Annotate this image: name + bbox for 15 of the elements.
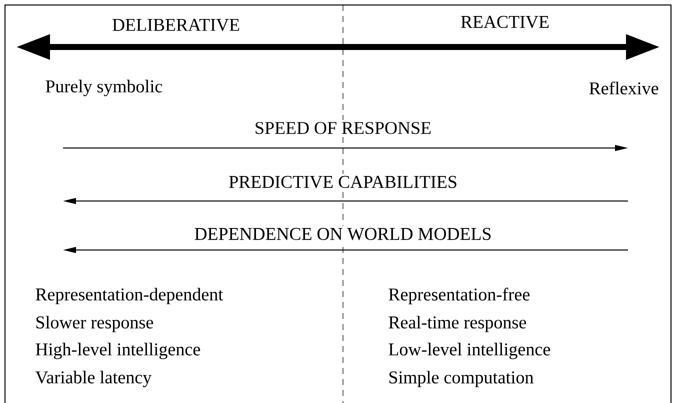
property-text: Low-level intelligence [386, 340, 553, 362]
property-text: Slower response [33, 314, 156, 334]
axis-label: DELIBERATIVE [110, 16, 242, 34]
arrow-label: DEPENDENCE ON WORLD MODELS [192, 226, 494, 242]
arrow-label: SPEED OF RESPONSE [252, 120, 434, 136]
property-text: Variable latency [33, 368, 154, 390]
property-text: Representation-dependent [33, 286, 226, 306]
property-text: High-level intelligence [33, 340, 203, 362]
property-text: Simple computation [386, 368, 536, 390]
axis-label: REACTIVE [458, 14, 552, 30]
arrow-label: PREDICTIVE CAPABILITIES [226, 174, 460, 190]
end-label: Purely symbolic [43, 78, 165, 98]
property-text: Real-time response [386, 314, 529, 334]
end-label: Reflexive [586, 80, 661, 96]
property-text: Representation-free [386, 286, 532, 306]
